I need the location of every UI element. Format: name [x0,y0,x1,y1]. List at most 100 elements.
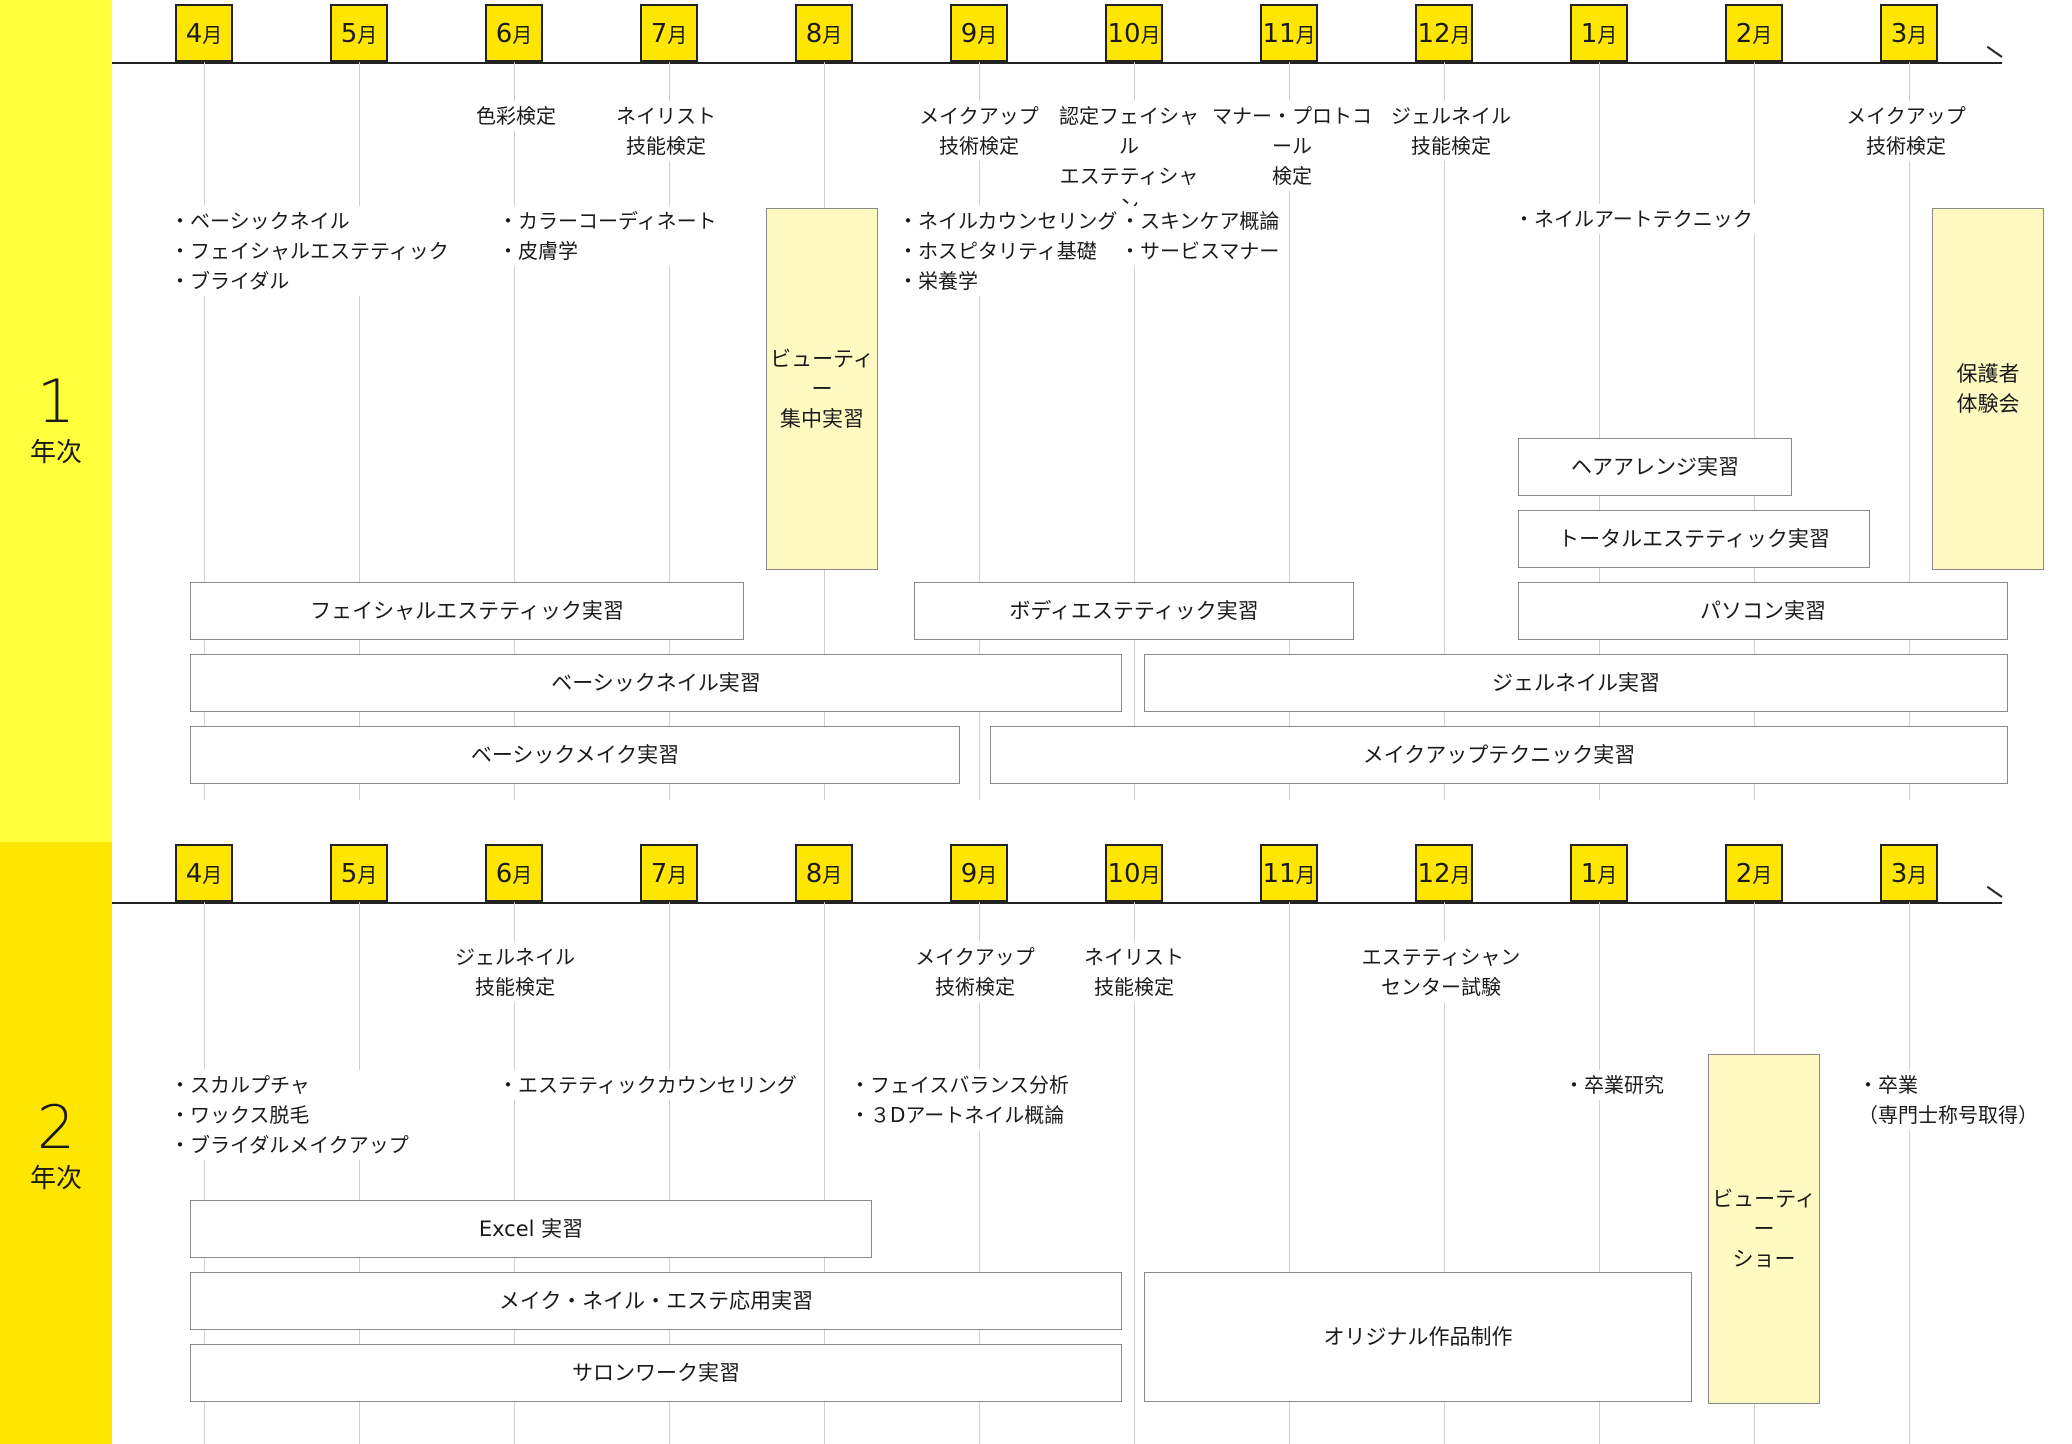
year1-bar-body-esthetic: ボディエステティック実習 [914,582,1354,640]
year1-month-number: 12 [1417,19,1451,49]
year2-month-suffix: 月 [977,863,998,887]
year1-bar-facial-esthetic: フェイシャルエステティック実習 [190,582,744,640]
year1-month-aug: 8月 [795,4,853,62]
year1-month-suffix: 月 [1752,23,1773,47]
year2-event-beauty-show: ビューティー ショー [1708,1054,1820,1404]
year2-month-suffix: 月 [1450,863,1471,887]
year2-month-number: 2 [1735,859,1753,889]
year2-month-jun: 6月 [485,844,543,902]
year1-bar-pc: パソコン実習 [1518,582,2008,640]
year2-month-number: 3 [1890,859,1908,889]
year2-month-suffix: 月 [357,863,378,887]
year1-month-number: 8 [805,19,823,49]
year2-month-suffix: 月 [1597,863,1618,887]
year1-month-mar: 3月 [1880,4,1938,62]
year2-gridline-jun [514,902,515,1444]
year2-topics-apr: ・スカルプチャ ・ワックス脱毛 ・ブライダルメイクアップ [168,1070,411,1160]
year1-month-jul: 7月 [640,4,698,62]
year1-month-dec: 12月 [1415,4,1473,62]
year1-month-suffix: 月 [1907,23,1928,47]
year1-bar-hair-arrange: ヘアアレンジ実習 [1518,438,1792,496]
year1-month-number: 2 [1735,19,1753,49]
year2-topics-mar: ・卒業 （専門士称号取得） [1856,1070,2040,1130]
year2-month-number: 7 [650,859,668,889]
year2-month-suffix: 月 [1295,863,1316,887]
year2-month-suffix: 月 [667,863,688,887]
year2-month-jul: 7月 [640,844,698,902]
year1-month-nov: 11月 [1260,4,1318,62]
year2-gridline-oct [1134,902,1135,1444]
year2-gridline-jul [669,902,670,1444]
year2-month-suffix: 月 [1752,863,1773,887]
year1-month-number: 10 [1107,19,1141,49]
year2-gridline-mar [1909,902,1910,1444]
year1-gridline-oct [1134,62,1135,800]
year1-month-suffix: 月 [1597,23,1618,47]
year1-month-number: 11 [1262,19,1296,49]
year1-topics-oct: ・スキンケア概論 ・サービスマナー [1118,206,1282,266]
year1-gridline-apr [204,62,205,800]
year1-bar-gel-nail: ジェルネイル実習 [1144,654,2008,712]
year2-month-number: 12 [1417,859,1451,889]
year1-month-suffix: 月 [202,23,223,47]
year2-month-may: 5月 [330,844,388,902]
year1-month-oct: 10月 [1105,4,1163,62]
year2-topics-jan: ・卒業研究 [1562,1070,1666,1100]
year2-gridline-sep [979,902,980,1444]
year2-month-suffix: 月 [512,863,533,887]
year2-month-apr: 4月 [175,844,233,902]
year2-month-number: 10 [1107,859,1141,889]
year1-topics-sep: ・ネイルカウンセリング ・ホスピタリティ基礎 ・栄養学 [896,206,1120,296]
year1-month-number: 6 [495,19,513,49]
year2-gridline-may [359,902,360,1444]
year2-month-feb: 2月 [1725,844,1783,902]
year1-month-jun: 6月 [485,4,543,62]
year1-timeline-axis [112,62,2002,64]
year2-gridline-jan [1599,902,1600,1444]
year2-bar-excel: Excel 実習 [190,1200,872,1258]
year1-month-number: 5 [340,19,358,49]
year2-month-number: 6 [495,859,513,889]
year1-topics-apr: ・ベーシックネイル ・フェイシャルエステティック ・ブライダル [168,206,451,296]
year2-exam-gel: ジェルネイル 技能検定 [448,942,582,1002]
year2-month-number: 11 [1262,859,1296,889]
year1-gridline-jan [1599,62,1600,800]
year2-gridline-aug [824,902,825,1444]
year1-event-parent-experience: 保護者 体験会 [1932,208,2044,570]
year1-band [0,0,112,842]
year1-month-number: 4 [185,19,203,49]
year2-month-number: 9 [960,859,978,889]
year1-bar-makeup-technique: メイクアップテクニック実習 [990,726,2008,784]
year1-month-feb: 2月 [1725,4,1783,62]
year1-month-suffix: 月 [1295,23,1316,47]
year2-month-sep: 9月 [950,844,1008,902]
year1-event-beauty-intensive: ビューティー 集中実習 [766,208,878,570]
year2-exam-makeup: メイクアップ 技術検定 [908,942,1042,1002]
year2-number: 2 [36,1093,76,1163]
year1-gridline-jun [514,62,515,800]
year1-bar-total-esthetic: トータルエステティック実習 [1518,510,1870,568]
year2-month-suffix: 月 [1140,863,1161,887]
year1-month-jan: 1月 [1570,4,1628,62]
year1-exam-manner: マナー・プロトコール 検定 [1202,101,1382,191]
year2-month-jan: 1月 [1570,844,1628,902]
year2-bar-original-work: オリジナル作品制作 [1144,1272,1692,1402]
year2-topics-jun: ・エステティックカウンセリング [496,1070,799,1100]
year2-month-suffix: 月 [202,863,223,887]
year1-gridline-feb [1754,62,1755,800]
year1-topics-jun: ・カラーコーディネート ・皮膚学 [496,206,719,266]
year2-month-mar: 3月 [1880,844,1938,902]
year1-month-suffix: 月 [822,23,843,47]
year1-axis-arrowhead [1986,45,2003,58]
year1-gridline-dec [1444,62,1445,800]
year1-exam-makeup-2: メイクアップ 技術検定 [1836,101,1976,161]
year1-label: 年次 [29,438,82,468]
year1-gridline-may [359,62,360,800]
year2-axis-arrowhead [1986,885,2003,898]
year1-bar-basic-makeup: ベーシックメイク実習 [190,726,960,784]
year2-month-oct: 10月 [1105,844,1163,902]
year1-exam-facial: 認定フェイシャル エステティシャン [1052,101,1206,221]
year2-bar-applied-practice: メイク・ネイル・エステ応用実習 [190,1272,1122,1330]
year1-exam-nailist: ネイリスト 技能検定 [608,101,724,161]
year2-month-number: 4 [185,859,203,889]
